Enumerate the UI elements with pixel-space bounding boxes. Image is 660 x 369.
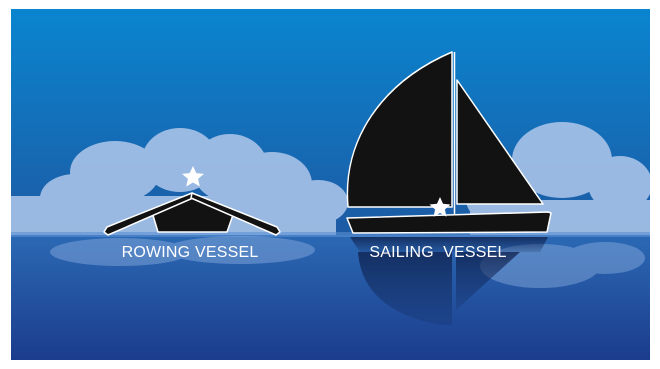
rowing-vessel-label: ROWING VESSEL <box>122 244 259 262</box>
vessel-light-diagram <box>11 9 650 360</box>
scene-illustration <box>11 9 650 360</box>
sailing-vessel-label: SAILING VESSEL <box>369 244 506 262</box>
